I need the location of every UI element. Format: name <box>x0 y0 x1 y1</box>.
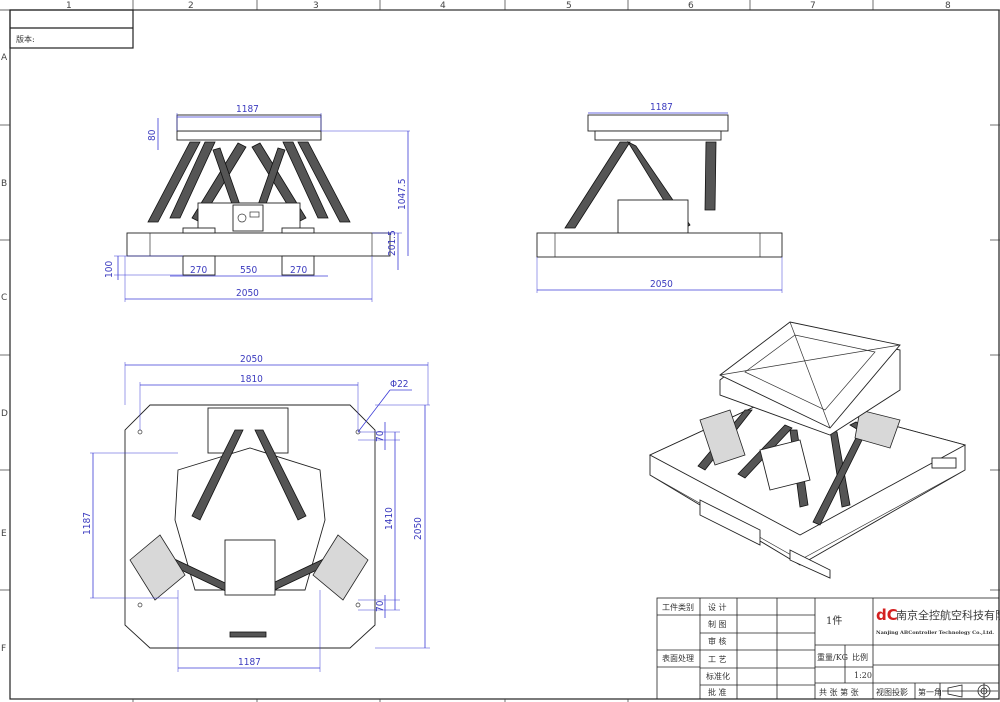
label-part-category: 工件类别 <box>662 602 694 612</box>
angle-label: 第一角 <box>918 687 942 697</box>
isometric-view <box>648 321 967 579</box>
row-label: D <box>1 409 8 419</box>
revision-box: 版本: <box>9 9 134 49</box>
column-label: 1 <box>66 1 72 11</box>
sheet-label: 共 张 第 张 <box>819 687 859 697</box>
projection-label: 视图投影 <box>876 687 908 697</box>
weight-label: 重量/KG <box>817 652 848 662</box>
company-name-en: Nanjing ABController Technology Co.,Ltd. <box>876 630 994 636</box>
company-logo-mark: dC <box>876 606 898 624</box>
column-label: 4 <box>440 1 446 11</box>
column-label: 6 <box>688 1 694 11</box>
dim-hole-spacing-x: 1810 <box>240 374 263 385</box>
row-label: A <box>1 53 8 63</box>
role-process: 工 艺 <box>708 655 727 664</box>
company-logo: dC <box>876 606 898 624</box>
dim-base-width: 2050 <box>236 288 259 299</box>
dim-height: 1047.5 <box>397 179 408 210</box>
role-design: 设 计 <box>708 602 727 612</box>
first-angle-projection-icon <box>942 683 998 699</box>
role-review: 审 核 <box>708 636 727 646</box>
column-label: 8 <box>945 1 951 11</box>
front-view: 1187 80 1047.5 201.5 100 270 550 270 205… <box>104 104 410 302</box>
quantity: 1件 <box>826 615 842 627</box>
row-label: C <box>1 293 7 303</box>
dim-base-width: 2050 <box>650 279 673 290</box>
row-label: E <box>1 529 7 539</box>
dim-hole-diameter: Φ22 <box>390 379 409 390</box>
column-label: 5 <box>566 1 572 11</box>
dim-platform-depth: 1187 <box>82 512 93 535</box>
role-standardization: 标准化 <box>706 671 730 681</box>
dim-base-height: 201.5 <box>387 230 398 256</box>
dim-top-width: 1187 <box>650 102 673 113</box>
dim-foot-right: 270 <box>290 265 307 276</box>
dim-plate-thickness: 80 <box>147 129 158 141</box>
title-block: 工件类别 表面处理 设 计 制 图 审 核 工 艺 标准化 批 准 1件 重量/… <box>656 597 1000 700</box>
column-label: 2 <box>188 1 194 11</box>
scale-value: 1:20 <box>854 671 872 680</box>
dim-foot-gap: 550 <box>240 265 257 276</box>
dim-overall-width: 2050 <box>240 354 263 365</box>
side-view: 1187 2050 <box>536 102 783 293</box>
version-label: 版本: <box>16 34 35 44</box>
dim-hole-offset-top: 70 <box>375 430 386 442</box>
role-drafting: 制 图 <box>708 619 727 629</box>
column-label: 3 <box>313 1 319 11</box>
dim-hole-offset-bottom: 70 <box>375 600 386 612</box>
scale-label: 比例 <box>852 652 868 662</box>
row-label: B <box>1 179 7 189</box>
dim-overall-depth: 2050 <box>413 517 424 540</box>
dim-top-width: 1187 <box>236 104 259 115</box>
role-approval: 批 准 <box>708 687 727 697</box>
dim-foot-height: 100 <box>104 261 115 278</box>
dim-foot-left: 270 <box>190 265 207 276</box>
top-view: 2050 1810 Φ22 2050 70 1410 70 1187 1187 <box>82 354 430 672</box>
label-surface-treatment: 表面处理 <box>662 653 694 663</box>
company-name-cn: 南京全控航空科技有限公司 <box>896 608 1000 622</box>
column-label: 7 <box>810 1 816 11</box>
dim-hole-spacing-y: 1410 <box>384 507 395 530</box>
dim-platform-width: 1187 <box>238 657 261 668</box>
row-label: F <box>1 644 6 654</box>
